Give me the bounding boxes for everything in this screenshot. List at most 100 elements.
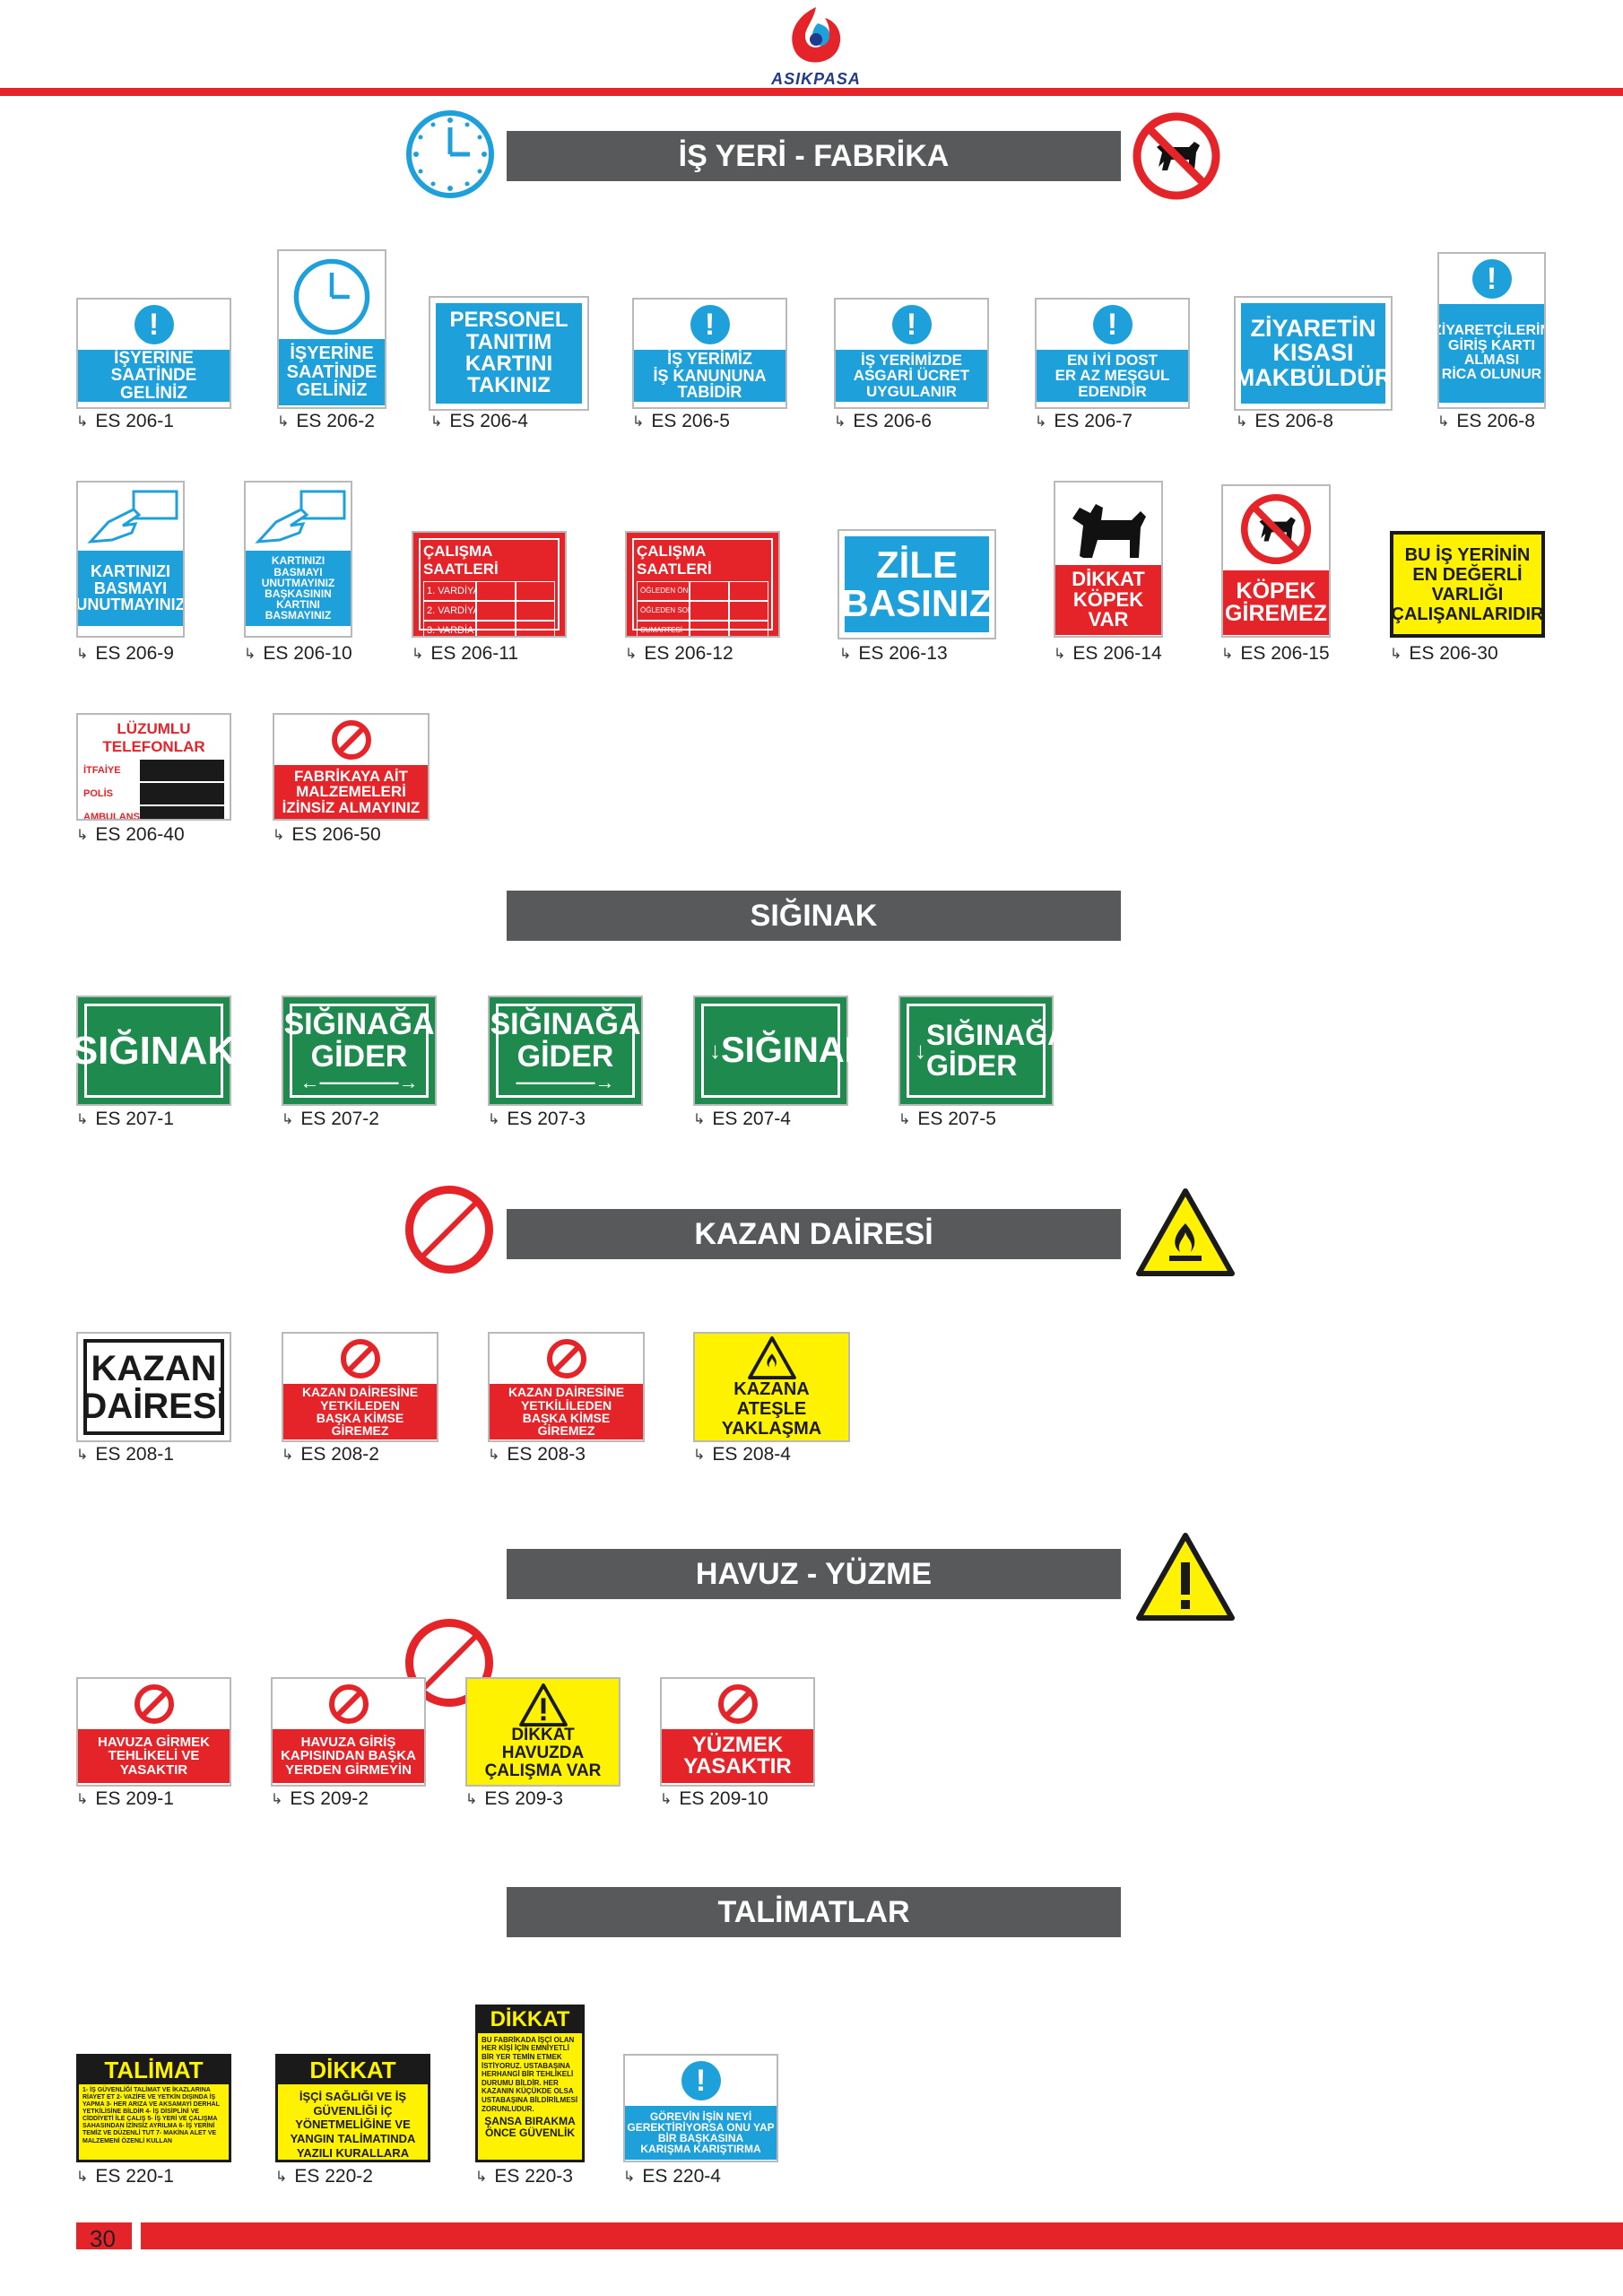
code-text: ES 207-5 <box>917 1109 996 1129</box>
code-label: ↳ES 207-1 <box>76 1109 174 1130</box>
sign-es-207-1: SIĞINAK <box>72 996 236 1106</box>
sign-title: LÜZUMLU TELEFONLAR <box>102 720 205 755</box>
sign-line: ATEŞLE YAKLAŞMA <box>721 1398 822 1439</box>
dog-icon <box>1072 504 1146 558</box>
prohibition-icon <box>717 1684 758 1724</box>
code-text: ES 206-8 <box>1254 411 1333 431</box>
code-text: ES 207-2 <box>300 1109 379 1129</box>
arrow-icon: ↳ <box>1054 647 1066 662</box>
code-text: ES 206-2 <box>296 411 375 431</box>
sign-line: KAZAN DAİRESİNE <box>301 1385 419 1400</box>
warning-icon <box>1136 1533 1235 1621</box>
arrow-icon: ↳ <box>625 647 638 662</box>
section-title-isyeri: İŞ YERİ - FABRİKA <box>507 131 1121 181</box>
code-label: ↳ ES 208-1 <box>76 1444 174 1465</box>
sign-es-207-3: SIĞINAĞA GİDER ――――→ <box>488 996 643 1106</box>
sign-title: DİKKAT <box>278 2057 428 2085</box>
sign-line: GİREMEZ <box>537 1423 595 1439</box>
arrow-icon: ↳ <box>465 1792 478 1807</box>
sign-line: YETKİLİLEDEN <box>520 1397 612 1413</box>
code-text: ES 206-50 <box>291 824 381 845</box>
code-label: ↳ES 207-3 <box>488 1109 586 1130</box>
sign-title: ÇALIŞMA SAATLERİ <box>637 543 712 578</box>
sign-es-206-10: KARTINIZI BASMAYI UNUTMAYINIZ BAŞKASININ… <box>244 481 352 638</box>
sign-line: GELİNİZ <box>296 380 368 401</box>
arrow-icon: ↳ <box>1390 647 1402 662</box>
sign-es-206-50: FABRİKAYA AİT MALZEMELERİ İZİNSİZ ALMAYI… <box>273 713 430 821</box>
code-text: ES 220-1 <box>95 2166 174 2187</box>
sign-line: BASMAYI <box>93 578 168 597</box>
sign-es-207-4: ↓ SIĞINAK ↓ <box>693 996 882 1106</box>
sign-line: GİDER <box>310 1039 408 1074</box>
sign-line: YÜZMEK <box>691 1732 784 1757</box>
sign-line: İŞYERİNE <box>114 348 194 368</box>
arrow-icon: ↳ <box>1035 414 1047 430</box>
table-cell <box>689 621 729 636</box>
phone-field <box>139 783 224 804</box>
code-text: ES 208-2 <box>300 1444 379 1465</box>
code-text: ES 209-3 <box>484 1788 563 1809</box>
sign-line: MAKBÜLDÜR <box>1236 363 1391 391</box>
arrow-icon: ↳ <box>898 1112 911 1127</box>
code-label: ↳ES 206-12 <box>625 643 733 665</box>
arrow-icon: ↳ <box>623 2170 636 2185</box>
phone-field <box>139 806 224 819</box>
code-text: ES 209-1 <box>95 1788 174 1809</box>
logo-mark-icon <box>792 7 841 63</box>
sign-line: EN İYİ DOST <box>1066 352 1159 369</box>
code-label: ↳ ES 206-14 <box>1054 643 1162 665</box>
sign-line: DAİRESİ <box>81 1386 227 1426</box>
code-text: ES 220-4 <box>642 2166 721 2187</box>
exclamation-icon: ! <box>690 305 730 344</box>
sign-line: KARTINI <box>276 598 320 612</box>
sign-line: EDENDİR <box>1078 382 1147 400</box>
sign-line: GEREKTİRİYORSA ONU YAP <box>627 2120 775 2134</box>
code-label: ↳ES 206-1 <box>76 411 174 432</box>
prohibition-icon <box>328 1684 369 1724</box>
sign-es-207-2: SIĞINAĞA GİDER ←――――→ <box>282 996 437 1106</box>
arrow-icon: ↳ <box>76 647 89 662</box>
code-text: ES 208-4 <box>712 1444 791 1465</box>
arrow-icon: ↳ <box>282 1112 294 1127</box>
arrow-icon: ↳ <box>76 1448 89 1463</box>
table-cell <box>515 601 555 621</box>
arrow-icon: ↳ <box>273 828 285 843</box>
code-label: ↳ES 207-4 <box>693 1109 791 1130</box>
code-text: ES 206-14 <box>1072 643 1162 664</box>
sign-line: KARTINIZI <box>271 554 325 568</box>
code-label: ↳ ES 207-5 <box>898 1109 996 1130</box>
code-label: ↳ES 206-5 <box>632 411 730 432</box>
sign-es-209-3: DİKKAT HAVUZDA ÇALIŞMA VAR <box>465 1677 621 1787</box>
sign-line: GİREMEZ <box>1225 601 1327 626</box>
sign-es-209-2: HAVUZA GİRİŞ KAPISINDAN BAŞKA YERDEN GİR… <box>271 1677 426 1787</box>
code-text: ES 208-3 <box>507 1444 586 1465</box>
sign-es-209-10: YÜZMEK YASAKTIR <box>660 1677 815 1787</box>
sign-es-208-3: KAZAN DAİRESİNE YETKİLİLEDEN BAŞKA KİMSE… <box>488 1332 645 1442</box>
code-label: ↳ES 209-2 <box>271 1788 369 1810</box>
sign-line: EN DEĞERLİ VARLIĞI <box>1412 564 1523 604</box>
arrow-icon: ↳ <box>244 647 256 662</box>
table-cell <box>728 581 768 601</box>
arrow-icon: ↳ <box>1437 414 1450 430</box>
exclamation-icon: ! <box>134 305 174 344</box>
sign-es-220-1: TALİMAT 1- İŞ GÜVENLİĞİ TALİMAT VE İKAZL… <box>76 2054 231 2162</box>
arrow-icon: ↳ <box>475 2170 488 2185</box>
prohibition-icon <box>405 1186 493 1274</box>
sign-line: HAVUZDA <box>501 1744 585 1763</box>
code-text: ES 206-6 <box>853 411 932 431</box>
sign-line: SIĞINAĞA <box>283 1006 435 1041</box>
code-label: ↳ES 206-40 <box>76 824 185 846</box>
exclamation-icon: ! <box>891 305 932 344</box>
sign-es-206-40: LÜZUMLU TELEFONLAR İTFAİYE POLİS AMBULAN… <box>76 713 231 821</box>
code-text: ES 206-15 <box>1240 643 1330 664</box>
sign-es-208-2: KAZAN DAİRESİNE YETKİLEDEN BAŞKA KİMSE G… <box>282 1332 438 1442</box>
sign-line: ÇALIŞANLARIDIR <box>1391 604 1544 624</box>
sign-es-206-5: ! İŞ YERİMİZ İŞ KANUNUNA TABİDİR <box>632 298 787 409</box>
code-text: ES 206-10 <box>263 643 352 664</box>
sign-es-220-3: DİKKAT BU FABRİKADA İŞÇİ OLAN HER KİŞİ İ… <box>475 2005 585 2162</box>
section-title-havuz: HAVUZ - YÜZME <box>507 1549 1121 1599</box>
arrow-icon: ↳ <box>693 1112 706 1127</box>
table-cell <box>515 621 555 636</box>
code-text: ES 208-1 <box>95 1444 174 1465</box>
sign-line: DİKKAT <box>1072 568 1145 591</box>
